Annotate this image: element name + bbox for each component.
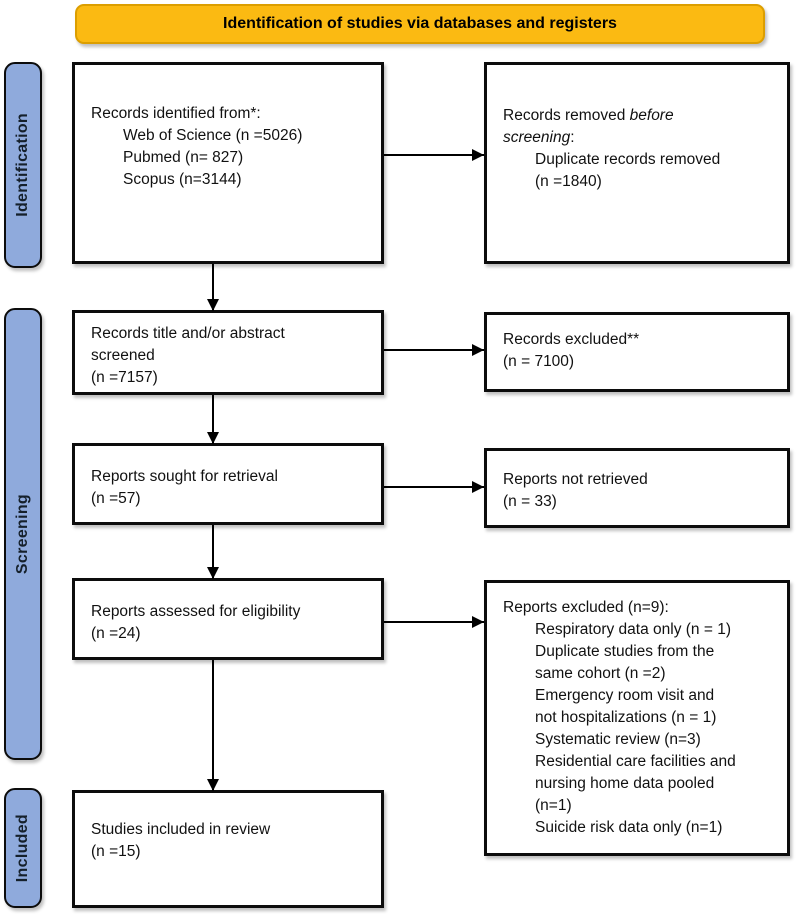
stage-tab-screening: Screening — [4, 308, 42, 760]
box-line: Reports not retrieved — [503, 471, 648, 488]
stage-label-identification: Identification — [14, 113, 31, 217]
box-item: Web of Science (n =5026) — [123, 127, 303, 144]
arrow-down-sought-to-assessed-icon — [212, 525, 214, 579]
box-records-removed: Records removed before screening: Duplic… — [484, 62, 790, 264]
box-line: (n =57) — [91, 490, 141, 507]
arrow-right-sought-to-not-retrieved-icon — [384, 486, 484, 488]
box-reports-assessed: Reports assessed for eligibility (n =24) — [72, 578, 384, 660]
box-reports-excluded: Reports excluded (n=9): Respiratory data… — [484, 580, 790, 856]
box-records-excluded: Records excluded** (n = 7100) — [484, 312, 790, 392]
box-item: nursing home data pooled — [535, 775, 715, 792]
arrow-down-screened-to-sought-icon — [212, 395, 214, 444]
arrow-right-assessed-to-excluded-icon — [384, 621, 484, 623]
stage-label-included: Included — [14, 813, 31, 883]
box-title-colon: : — [570, 129, 575, 146]
box-line: screened — [91, 347, 155, 364]
box-line: (n =7157) — [91, 369, 158, 386]
box-item: Emergency room visit and — [535, 687, 715, 704]
arrow-down-identified-to-screened-icon — [212, 264, 214, 311]
box-line: Studies included in review — [91, 821, 271, 838]
box-item: Duplicate studies from the — [535, 643, 715, 660]
box-title: Records identified from*: — [91, 105, 261, 122]
box-item: Systematic review (n=3) — [535, 731, 701, 748]
arrow-down-assessed-to-included-icon — [212, 660, 214, 791]
box-title: Records removed before screening: — [503, 105, 703, 149]
box-item: Pubmed (n= 827) — [123, 149, 244, 166]
box-line: (n =15) — [91, 843, 141, 860]
box-reports-not-retrieved: Reports not retrieved (n = 33) — [484, 448, 790, 528]
stage-tab-included: Included — [4, 788, 42, 908]
box-title-text: Records removed — [503, 107, 630, 124]
box-item: Residential care facilities and — [535, 753, 736, 770]
banner-title: Identification of studies via databases … — [75, 4, 765, 44]
arrow-right-screened-to-excluded-icon — [384, 349, 484, 351]
box-reports-sought: Reports sought for retrieval (n =57) — [72, 443, 384, 525]
box-item: Duplicate records removed — [535, 151, 721, 168]
box-item: Respiratory data only (n = 1) — [535, 621, 731, 638]
box-records-identified: Records identified from*: Web of Science… — [72, 62, 384, 264]
box-title: Reports excluded (n=9): — [503, 599, 669, 616]
box-item: (n=1) — [535, 797, 572, 814]
box-item: same cohort (n =2) — [535, 665, 666, 682]
box-line: (n = 7100) — [503, 353, 575, 370]
box-item: not hospitalizations (n = 1) — [535, 709, 717, 726]
box-item: (n =1840) — [535, 173, 602, 190]
box-line: Records title and/or abstract — [91, 325, 285, 342]
box-item: Scopus (n=3144) — [123, 171, 242, 188]
arrow-right-identified-to-removed-icon — [384, 154, 484, 156]
box-line: Records excluded** — [503, 331, 640, 348]
box-line: (n = 33) — [503, 493, 557, 510]
box-records-screened: Records title and/or abstract screened (… — [72, 310, 384, 395]
box-studies-included: Studies included in review (n =15) — [72, 790, 384, 908]
stage-tab-identification: Identification — [4, 62, 42, 268]
box-item: Suicide risk data only (n=1) — [535, 819, 723, 836]
box-line: Reports assessed for eligibility — [91, 603, 301, 620]
box-line: Reports sought for retrieval — [91, 468, 278, 485]
box-title-italic: before screening — [503, 107, 674, 146]
stage-label-screening: Screening — [14, 493, 31, 575]
box-line: (n =24) — [91, 625, 141, 642]
